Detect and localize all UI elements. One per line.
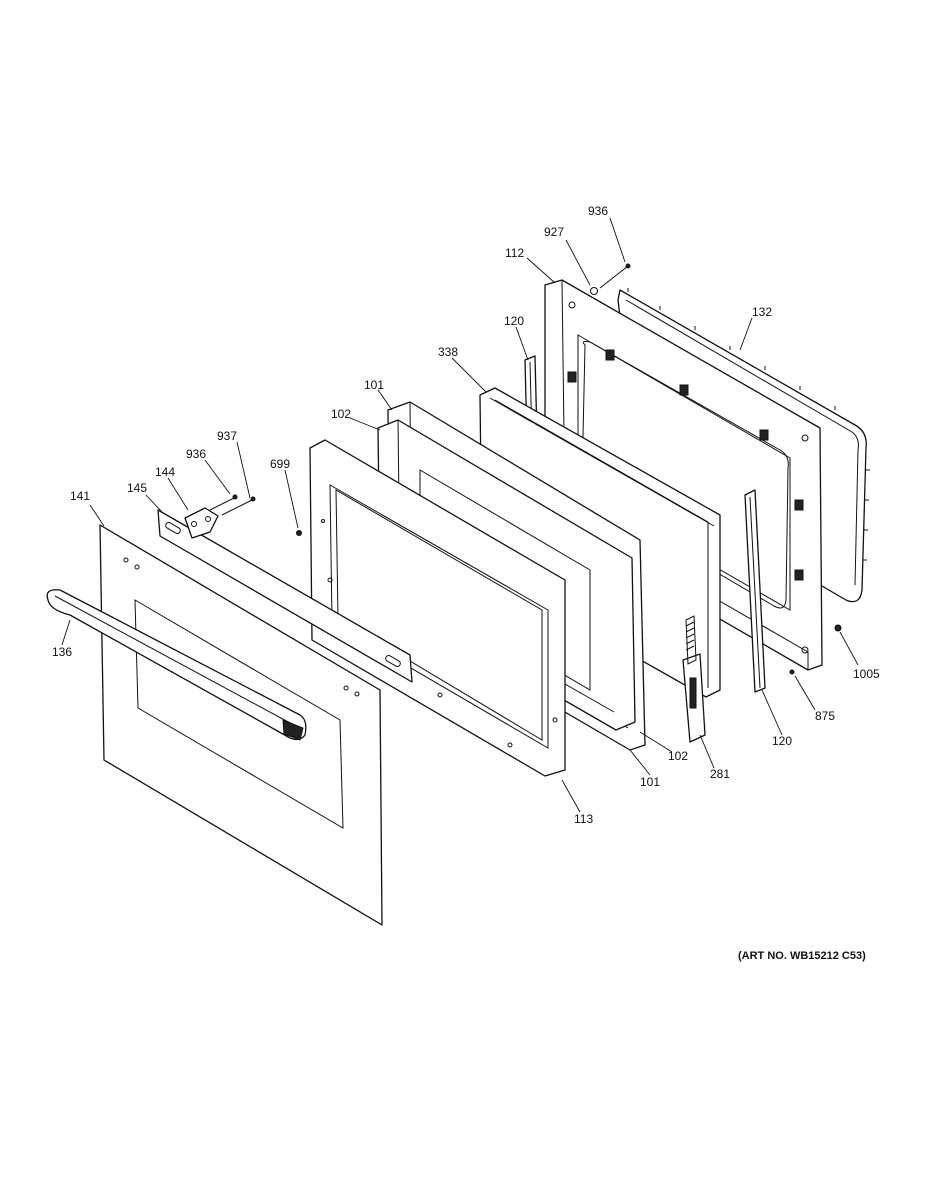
callout-145: 145 xyxy=(127,481,147,495)
art-number-label: (ART NO. WB15212 C53) xyxy=(738,950,866,962)
callout-labels: 936 927 112 132 120 338 101 102 937 936 … xyxy=(52,204,880,826)
part-936-screw-top xyxy=(599,263,631,289)
part-927-washer xyxy=(590,287,598,295)
part-281-hinge xyxy=(682,615,706,743)
part-141-outer-door-glass xyxy=(99,524,383,926)
callout-102-bottom: 102 xyxy=(668,749,688,763)
callout-136: 136 xyxy=(52,645,72,659)
callout-937: 937 xyxy=(217,429,237,443)
part-937-screw-handle xyxy=(221,496,256,516)
part-1005-screw xyxy=(834,624,842,632)
callout-699: 699 xyxy=(270,457,290,471)
part-145-trim-strip xyxy=(157,509,413,683)
part-875-screw xyxy=(789,669,795,675)
callout-281: 281 xyxy=(710,767,730,781)
callout-1005: 1005 xyxy=(853,667,880,681)
callout-113: 113 xyxy=(574,812,593,826)
callout-936-left: 936 xyxy=(186,447,206,461)
callout-144: 144 xyxy=(155,465,175,479)
callout-936-top: 936 xyxy=(588,204,608,218)
part-144-handle-bracket xyxy=(184,507,219,539)
part-136-door-handle xyxy=(46,589,307,741)
callout-132: 132 xyxy=(752,305,772,319)
callout-927: 927 xyxy=(544,225,564,239)
callout-101-bottom: 101 xyxy=(640,775,660,789)
callout-120-top: 120 xyxy=(504,314,524,328)
part-936-screw-handle xyxy=(209,494,238,511)
callout-120-bottom: 120 xyxy=(772,734,792,748)
callout-101-top: 101 xyxy=(364,378,384,392)
callout-102-top: 102 xyxy=(331,407,351,421)
leader-lines xyxy=(61,217,859,813)
callout-141: 141 xyxy=(70,489,90,503)
part-699-screw xyxy=(296,519,325,536)
callout-875: 875 xyxy=(815,709,835,723)
callout-338: 338 xyxy=(438,345,458,359)
part-113-inner-glass-panel xyxy=(309,439,566,777)
part-120-hinge-channel-lower xyxy=(744,489,766,693)
callout-112: 112 xyxy=(505,246,524,260)
